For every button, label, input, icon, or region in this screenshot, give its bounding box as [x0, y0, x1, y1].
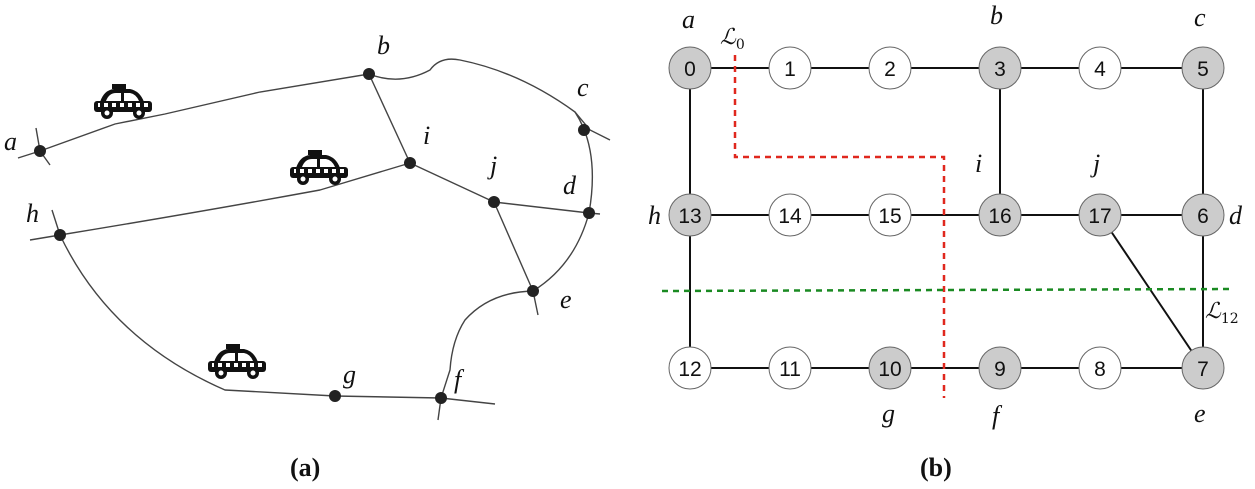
graph-letter-j: j [1090, 149, 1100, 178]
taxi-icon [208, 344, 266, 379]
junction-b [363, 68, 375, 80]
graph-node-7: 7 [1181, 346, 1225, 390]
caption-b: (b) [920, 453, 952, 482]
svg-text:12: 12 [678, 358, 701, 381]
label-g: g [343, 360, 356, 389]
graph-letter-g: g [882, 399, 895, 428]
road-e-f [437, 290, 534, 421]
graph-node-15: 15 [868, 193, 912, 237]
label-d: d [563, 171, 577, 200]
junction-a [34, 145, 46, 157]
svg-text:14: 14 [778, 205, 802, 228]
graph-letter-a: a [682, 5, 695, 34]
panel-b-graph: 0 1 2 3 4 5 13 14 [648, 1, 1243, 482]
svg-text:10: 10 [878, 358, 901, 381]
label-f: f [454, 365, 465, 394]
graph-letter-h: h [648, 201, 661, 230]
cut-label-l0: ℒ0 [720, 25, 745, 53]
taxi-icon [94, 84, 152, 119]
graph-node-13: 13 [668, 193, 712, 237]
junction-g [329, 390, 341, 402]
graph-letter-e: e [1194, 399, 1206, 428]
road-a-b-c [17, 58, 611, 159]
graph-node-5: 5 [1181, 46, 1225, 90]
road-b-i [368, 73, 411, 164]
label-j: j [487, 151, 497, 180]
graph-node-8: 8 [1078, 346, 1122, 390]
road-h-i [29, 162, 411, 241]
graph-node-16: 16 [978, 193, 1022, 237]
road-i-j [409, 162, 495, 203]
svg-text:1: 1 [784, 58, 796, 81]
graph-letter-c: c [1194, 3, 1206, 32]
road-j-e [493, 201, 534, 292]
svg-text:17: 17 [1088, 205, 1111, 228]
road-h-g-f [59, 234, 496, 405]
graph-node-17: 17 [1078, 193, 1122, 237]
junction-j [488, 196, 500, 208]
junction-i [404, 157, 416, 169]
graph-node-6: 6 [1181, 193, 1225, 237]
graph-node-9: 9 [978, 346, 1022, 390]
svg-text:7: 7 [1197, 358, 1209, 381]
svg-text:16: 16 [988, 205, 1011, 228]
svg-text:5: 5 [1197, 58, 1209, 81]
graph-node-4: 4 [1078, 46, 1122, 90]
svg-text:0: 0 [684, 58, 696, 81]
svg-text:9: 9 [994, 358, 1006, 381]
graph-node-2: 2 [868, 46, 912, 90]
svg-text:6: 6 [1197, 205, 1209, 228]
svg-text:4: 4 [1094, 58, 1106, 81]
junction-f [435, 392, 447, 404]
svg-text:2: 2 [884, 58, 896, 81]
svg-text:11: 11 [779, 358, 801, 381]
svg-text:15: 15 [878, 205, 901, 228]
graph-node-0: 0 [668, 46, 712, 90]
cut-line-l0 [733, 55, 946, 398]
graph-node-1: 1 [768, 46, 812, 90]
graph-node-11: 11 [768, 346, 812, 390]
graph-letter-d: d [1229, 201, 1243, 230]
graph-letter-i: i [975, 149, 982, 178]
cut-label-l12: ℒ12 [1205, 299, 1239, 327]
graph-letter-f: f [992, 401, 1003, 430]
label-h: h [26, 199, 39, 228]
junction-e [527, 285, 539, 297]
label-b: b [377, 31, 390, 60]
label-a: a [4, 127, 17, 156]
caption-a: (a) [290, 453, 320, 482]
junction-d [583, 207, 595, 219]
svg-text:8: 8 [1094, 358, 1106, 381]
label-c: c [577, 73, 589, 102]
taxi-icon [290, 150, 348, 185]
cut-line-l12 [661, 287, 1233, 293]
svg-text:13: 13 [678, 205, 701, 228]
label-i: i [423, 121, 430, 150]
junction-h [54, 229, 66, 241]
graph-node-12: 12 [668, 346, 712, 390]
graph-letter-b: b [990, 1, 1003, 30]
svg-text:3: 3 [994, 58, 1006, 81]
graph-node-3: 3 [978, 46, 1022, 90]
label-e: e [560, 285, 572, 314]
panel-a-road-map: a b c d e f g h i j (a) [4, 31, 611, 482]
edge-17-7 [1099, 214, 1204, 369]
junction-c [578, 124, 590, 136]
graph-node-14: 14 [768, 193, 812, 237]
graph-node-10: 10 [868, 346, 912, 390]
